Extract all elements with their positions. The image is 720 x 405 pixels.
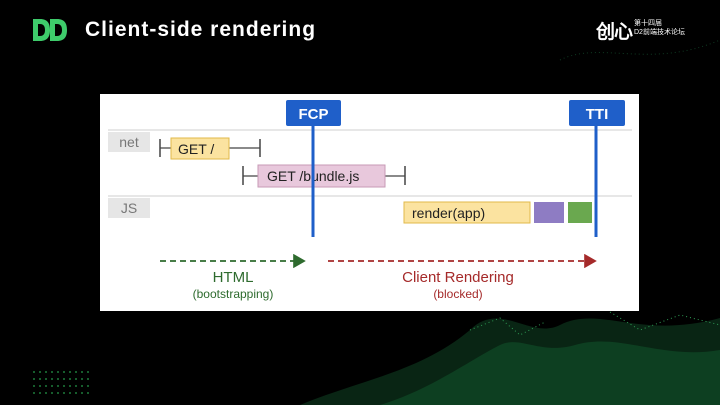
- timeline-diagram: net JS GET / GET /bundle.js render(app): [100, 94, 639, 311]
- conference-name: 第十四届 D2前端技术论坛: [634, 19, 685, 37]
- render-task-label: render(app): [412, 205, 485, 221]
- green-task-bar: [568, 202, 592, 223]
- js-row-label: JS: [121, 200, 137, 216]
- net-row-label-box: [108, 132, 150, 152]
- render-task-bar: [403, 201, 531, 224]
- html-request-label: GET /: [178, 141, 214, 157]
- slide-title: Client-side rendering: [85, 18, 317, 41]
- tti-marker-label: TTI: [586, 106, 609, 123]
- html-request-bar: [170, 137, 230, 160]
- purple-task-bar: [534, 202, 564, 223]
- particle-wave-decoration: [300, 39, 720, 405]
- tti-marker-badge: [569, 100, 625, 126]
- net-row-label: net: [119, 134, 139, 150]
- client-phase-label: Client Rendering: [402, 269, 514, 286]
- conference-mark: 创心: [596, 22, 633, 43]
- client-phase-sublabel: (blocked): [433, 287, 482, 301]
- conference-edition: 第十四届: [634, 20, 662, 27]
- dot-grid-decoration: [33, 371, 89, 394]
- bundle-request-bar: [257, 164, 386, 188]
- fcp-marker-label: FCP: [299, 106, 329, 123]
- html-phase-label: HTML: [213, 269, 254, 286]
- timeline-diagram-svg: net JS GET / GET /bundle.js render(app): [108, 100, 632, 301]
- conference-logo: 创心 第十四届 D2前端技术论坛: [596, 17, 696, 43]
- html-phase-sublabel: (bootstrapping): [193, 287, 274, 301]
- conference-title: D2前端技术论坛: [634, 29, 685, 36]
- js-row-label-box: [108, 198, 150, 218]
- d2-logo-icon: [33, 19, 67, 41]
- fcp-marker-badge: [286, 100, 341, 126]
